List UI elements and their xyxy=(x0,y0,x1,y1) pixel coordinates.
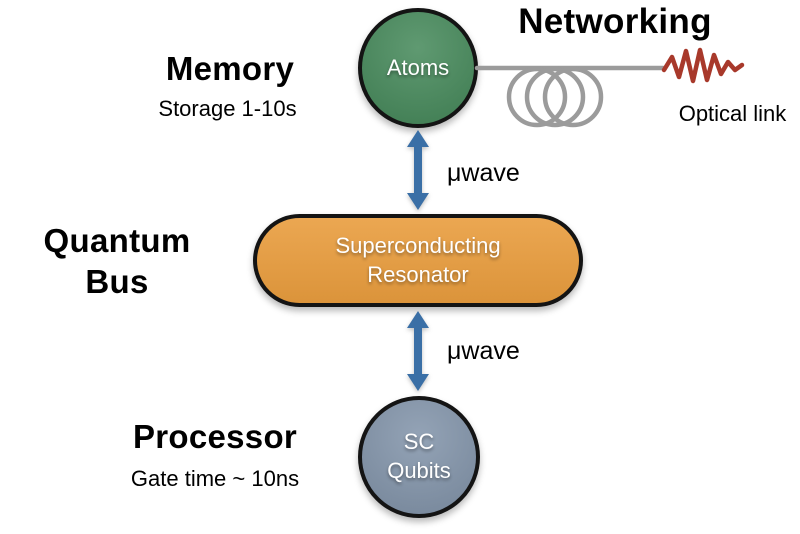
fiber-coil-icon xyxy=(474,65,666,128)
resonator-label: Superconducting Resonator xyxy=(335,232,501,287)
microwave-arrow-bottom-icon xyxy=(407,311,429,391)
optical-link-label: Optical link xyxy=(678,101,787,126)
memory-title: Memory xyxy=(165,50,295,87)
processor-subtitle: Gate time ~ 10ns xyxy=(130,466,300,491)
uwave-top-label: μwave xyxy=(447,159,520,187)
sc-qubits-node: SC Qubits xyxy=(358,396,480,518)
memory-subtitle: Storage 1-10s xyxy=(158,96,297,121)
sc-qubits-label: SC Qubits xyxy=(387,429,451,483)
networking-title: Networking xyxy=(518,2,712,41)
quantum-bus-title: Quantum Bus xyxy=(43,222,191,301)
atoms-node: Atoms xyxy=(358,8,478,128)
optical-pulse-icon xyxy=(661,47,745,84)
processor-title: Processor xyxy=(132,418,298,455)
atoms-label: Atoms xyxy=(386,54,450,80)
microwave-arrow-top-icon xyxy=(407,130,429,210)
resonator-node: Superconducting Resonator xyxy=(253,214,583,307)
uwave-bottom-label: μwave xyxy=(447,337,520,365)
